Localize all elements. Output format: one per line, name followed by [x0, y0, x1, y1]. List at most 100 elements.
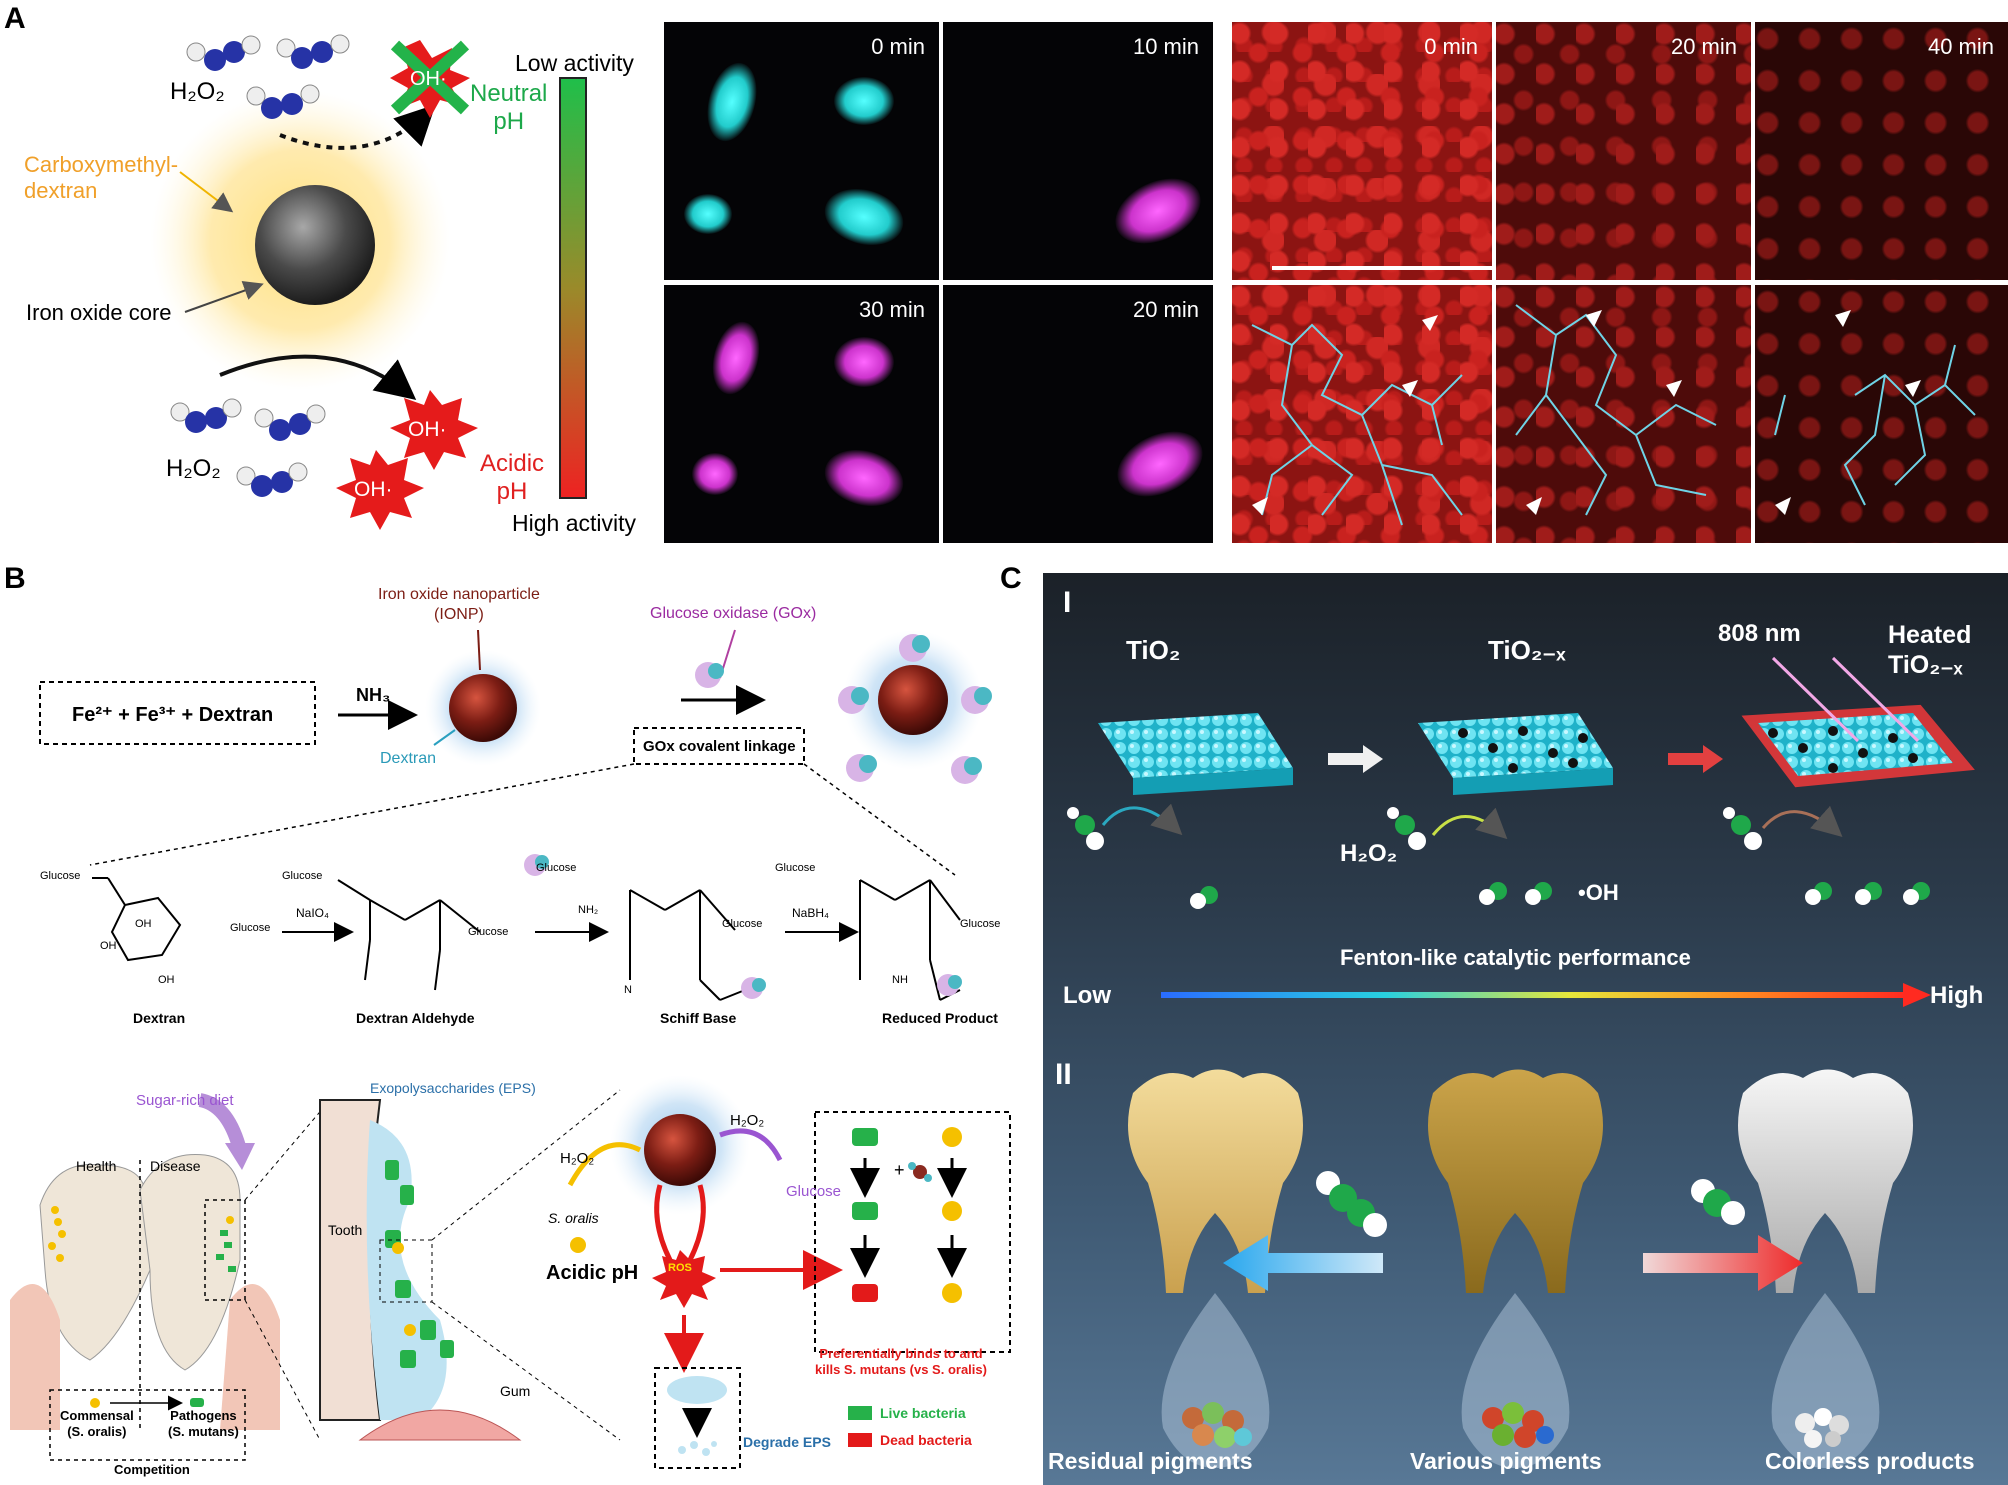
biofilm-skeleton-tile-0min — [1232, 285, 1492, 543]
plus-label: + — [894, 1160, 905, 1180]
water-molecule-icon — [1855, 882, 1882, 905]
step-label-aldehyde: Dextran Aldehyde — [356, 1010, 475, 1026]
panel-a-schematic — [150, 34, 587, 530]
ionp-particle — [449, 674, 517, 742]
dead-bacteria-label: Dead bacteria — [880, 1432, 972, 1448]
step-label-dextran: Dextran — [133, 1010, 186, 1026]
nanoparticle-icon — [908, 1162, 932, 1182]
tio2x-slab — [1418, 713, 1613, 778]
chem-nh2-label: NH₂ — [578, 904, 599, 916]
h2o2-molecule-icon — [1691, 1179, 1745, 1225]
low-label: Low — [1063, 982, 1111, 1009]
gox-enzyme-icon — [961, 686, 992, 714]
s-oralis-icon — [570, 1237, 586, 1253]
oh-text: OH· — [408, 418, 447, 441]
ros-burst-icon — [652, 1250, 716, 1308]
microscopy-tile-0min: 0 min — [664, 22, 939, 280]
iron-oxide-core-label: Iron oxide core — [26, 300, 172, 325]
eps-degrade-box — [654, 1367, 741, 1469]
high-activity-label: High activity — [512, 510, 636, 536]
chem-glucose-label: Glucose — [468, 926, 509, 938]
reduced-product-structure — [859, 879, 961, 1001]
carboxymethyl-dextran-label: Carboxymethyl- dextran — [24, 152, 179, 203]
skeleton-network — [1251, 315, 1463, 526]
high-label: High — [1930, 982, 1984, 1009]
tio2-label: TiO₂ — [1126, 635, 1181, 665]
laser-label: 808 nm — [1718, 620, 1801, 647]
chem-glucose-label: Glucose — [536, 862, 577, 874]
dextran-label: Dextran — [380, 750, 437, 767]
process-arrow — [1668, 745, 1723, 773]
gox-enzyme-icon — [937, 974, 962, 996]
h2o2-molecule-icon — [1316, 1171, 1387, 1237]
tio2-slab — [1098, 713, 1293, 778]
biofilm-tile-40min: 40 min — [1755, 22, 2008, 280]
microscopy-tile-20min: 20 min — [943, 285, 1213, 543]
acidic-path-arrow — [219, 354, 417, 401]
h2o2-molecule-icon — [1067, 807, 1104, 850]
time-label: 20 min — [1670, 34, 1737, 59]
chem-glucose-label: Glucose — [282, 870, 323, 882]
chem-oh-label: OH — [135, 918, 152, 930]
microscopy-tile-30min: 30 min — [664, 285, 939, 543]
aldehyde-structure — [337, 879, 481, 991]
gum-right — [220, 1284, 280, 1430]
competition-legend-box — [49, 1389, 246, 1461]
live-pathogen-icon — [852, 1128, 878, 1146]
gox-enzyme-icon — [846, 754, 877, 782]
ros-label: ROS — [668, 1262, 692, 1274]
oxygen-vacancy-dots — [1768, 726, 1918, 773]
tooth-residual-icon — [1128, 1069, 1303, 1293]
gox-ionp-particle — [878, 665, 948, 735]
section-ii-label: II — [1055, 1058, 1072, 1091]
step-label-schiff-base: Schiff Base — [660, 1010, 737, 1026]
reverse-arrow — [1223, 1235, 1383, 1291]
low-activity-label: Low activity — [515, 50, 634, 76]
biofilm-bacteria — [385, 1160, 454, 1368]
acidic-ph-label-b: Acidic pH — [546, 1262, 639, 1284]
bacteria-kill-box — [814, 1111, 1011, 1353]
carboxy-pointer — [179, 171, 234, 213]
h2o2-molecule-icon — [1723, 807, 1762, 850]
various-pigment-spheres — [1482, 1402, 1554, 1448]
disease-label: Disease — [150, 1158, 201, 1174]
h2o2-molecule-icon — [276, 34, 350, 69]
neutral-path-arrow — [279, 104, 436, 150]
schiff-base-structure — [629, 889, 746, 1001]
heated-tio2x-label: Heated TiO₂₋ₓ — [1888, 621, 1972, 679]
laser-beam — [1771, 656, 1860, 743]
forward-arrow — [1643, 1235, 1803, 1291]
commensal-label: Commensal (S. oralis) — [60, 1408, 134, 1439]
competition-label: Competition — [114, 1462, 190, 1477]
degraded-eps-icon — [678, 1441, 717, 1456]
linkage-box — [633, 727, 805, 765]
time-label: 20 min — [1132, 297, 1199, 322]
pathogens-label: Pathogens (S. mutans) — [168, 1408, 239, 1439]
ionp-pointer — [477, 629, 481, 671]
chem-glucose-label: Glucose — [960, 918, 1001, 930]
gox-label: Glucose oxidase (GOx) — [650, 605, 817, 622]
h2o2-molecule-icon — [236, 462, 308, 497]
time-label: 10 min — [1132, 34, 1199, 59]
h2o2-label-top: H₂O₂ — [170, 78, 225, 105]
h2o2-molecule-icon — [1387, 807, 1426, 850]
h2o2-molecule-icon — [186, 35, 261, 71]
heated-glow — [1741, 704, 1975, 788]
tooth-stained-icon — [1428, 1069, 1603, 1293]
s-oralis-label: S. oralis — [548, 1210, 599, 1226]
chem-nh-label: NH — [892, 974, 908, 986]
healthy-tooth-icon — [39, 1164, 151, 1361]
iron-oxide-core — [255, 185, 375, 305]
sugar-diet-label: Sugar-rich diet — [136, 1092, 234, 1109]
panel-a-letter: A — [4, 2, 26, 35]
water-molecule-icon — [1805, 882, 1832, 905]
linkage-label: GOx covalent linkage — [643, 738, 796, 755]
unbound-commensal-icon — [942, 1201, 962, 1221]
pathogen-legend-icon — [190, 1398, 204, 1407]
microscopy-tile-10min: 10 min — [943, 22, 1213, 280]
gox-ionp-particle — [644, 1114, 716, 1186]
chem-glucose-label: Glucose — [722, 918, 763, 930]
panel-c-diagram — [1067, 656, 1975, 1468]
oh-molecule-icon — [1525, 882, 1552, 905]
core-pointer — [184, 281, 264, 313]
